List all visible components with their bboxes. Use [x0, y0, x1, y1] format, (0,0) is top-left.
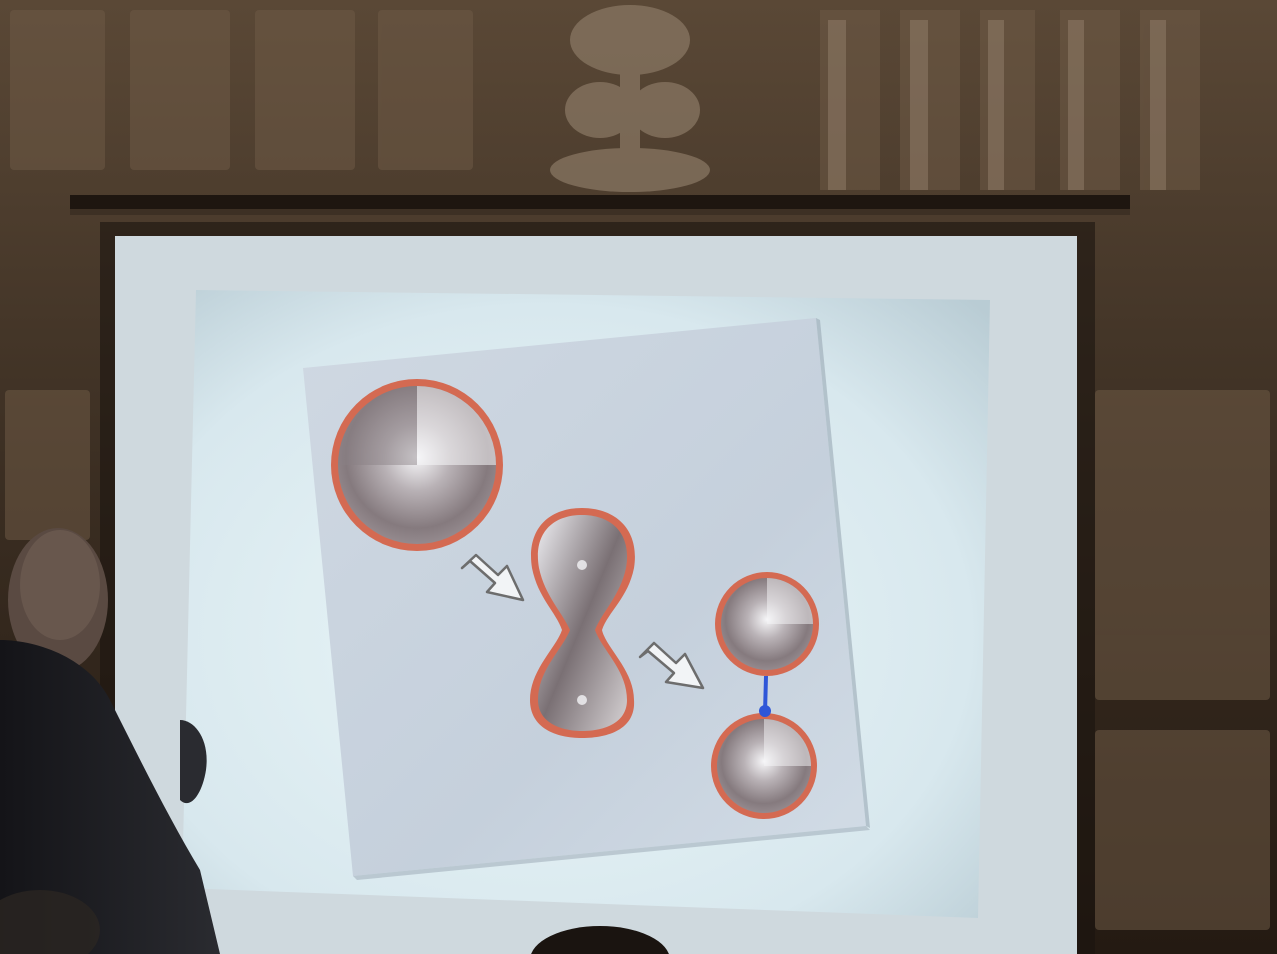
single-cell [331, 379, 503, 551]
cell-connector [759, 675, 771, 717]
cornice-ledge [70, 195, 1130, 209]
daughter-cell-bottom [711, 713, 817, 819]
carved-ornament [550, 5, 710, 192]
wood-panels [5, 10, 1270, 930]
dividing-cell [530, 508, 635, 738]
columns [828, 20, 1166, 190]
transition-arrow-1 [460, 553, 525, 602]
presenter-silhouette [0, 528, 220, 954]
audience-head [531, 926, 669, 954]
transition-arrow-2 [638, 641, 705, 690]
daughter-cells [711, 572, 819, 819]
daughter-cell-top [715, 572, 819, 676]
